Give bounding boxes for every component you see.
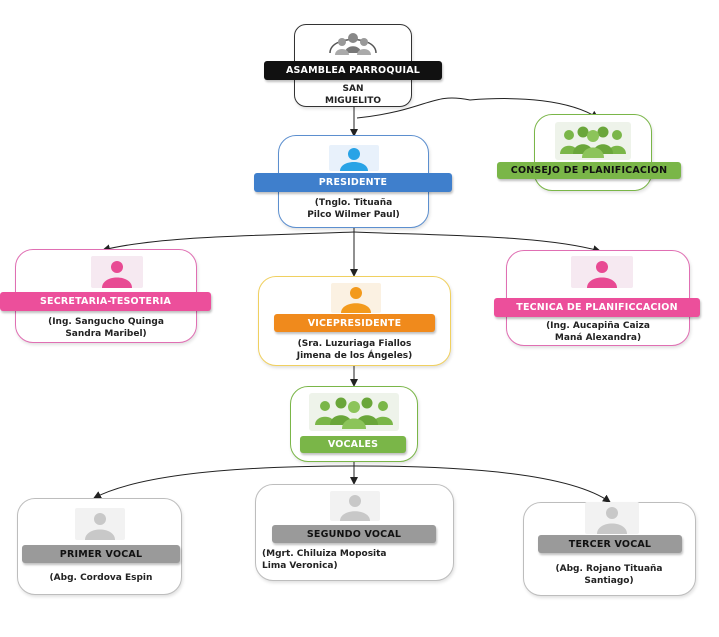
connector-presidente-tecnica: [353, 231, 601, 254]
asamblea-place-line2: MIGUELITO: [324, 96, 382, 106]
group-icon: [309, 393, 399, 431]
connector-presidente-secretaria: [102, 231, 355, 253]
segundo-vocal-name-line2: Lima Veronica): [262, 561, 338, 571]
tecnica-name-line2: Maná Alexandra): [554, 333, 642, 343]
tecnica-name: (Ing. Aucapiña Caiza Maná Alexandra): [512, 320, 684, 344]
person-icon: [330, 491, 380, 521]
asamblea-label: ASAMBLEA PARROQUIAL: [264, 61, 442, 80]
secretaria-name-line1: (Ing. Sangucho Quinga: [48, 317, 164, 327]
tecnica-label: TECNICA DE PLANIFICCACION: [494, 298, 700, 317]
connector-vocales-tercer: [353, 465, 611, 503]
group-icon: [555, 122, 631, 160]
person-icon: [331, 283, 381, 313]
connector-asamblea-consejo: [356, 97, 599, 119]
primer-vocal-label: PRIMER VOCAL: [22, 545, 180, 563]
vicepresidente-name-line2: Jimena de los Ángeles): [296, 351, 413, 361]
segundo-vocal-name-line1: (Mgrt. Chiluiza Moposita: [262, 549, 387, 559]
presidente-name-line2: Pilco Wilmer Paul): [307, 210, 400, 220]
tercer-vocal-name: (Abg. Rojano Tituaña Santiago): [528, 563, 690, 587]
vicepresidente-name: (Sra. Luzuriaga Fiallos Jimena de los Án…: [262, 338, 447, 362]
primer-vocal-name: (Abg. Cordova Espin: [22, 572, 180, 584]
primer-vocal-name-line1: (Abg. Cordova Espin: [49, 573, 153, 583]
segundo-vocal-label: SEGUNDO VOCAL: [272, 525, 436, 543]
vicepresidente-name-line1: (Sra. Luzuriaga Fiallos: [297, 339, 412, 349]
tecnica-name-line1: (Ing. Aucapiña Caiza: [546, 321, 650, 331]
person-icon: [585, 502, 639, 534]
person-icon: [329, 145, 379, 171]
secretaria-label: SECRETARIA-TESOTERIA: [0, 292, 211, 311]
tercer-vocal-label: TERCER VOCAL: [538, 535, 682, 553]
presidente-name: (Tnglo. Tituaña Pilco Wilmer Paul): [280, 197, 427, 221]
person-icon: [91, 256, 143, 288]
vocales-label: VOCALES: [300, 436, 406, 453]
person-icon: [75, 508, 125, 540]
tercer-vocal-name-line2: Santiago): [584, 576, 634, 586]
segundo-vocal-name: (Mgrt. Chiluiza Moposita Lima Veronica): [260, 548, 432, 572]
person-icon: [571, 256, 633, 288]
presidente-name-line1: (Tnglo. Tituaña: [314, 198, 393, 208]
consejo-label: CONSEJO DE PLANIFICACION: [497, 162, 681, 179]
asamblea-place: SAN MIGUELITO: [296, 83, 410, 107]
connector-vocales-primer: [93, 465, 355, 499]
asamblea-place-line1: SAN: [342, 84, 364, 94]
vicepresidente-label: VICEPRESIDENTE: [274, 314, 435, 332]
community-seal-icon: [318, 27, 388, 59]
secretaria-name: (Ing. Sangucho Quinga Sandra Maribel): [20, 316, 192, 340]
presidente-label: PRESIDENTE: [254, 173, 452, 192]
secretaria-name-line2: Sandra Maribel): [65, 329, 147, 339]
tercer-vocal-name-line1: (Abg. Rojano Tituaña: [555, 564, 663, 574]
